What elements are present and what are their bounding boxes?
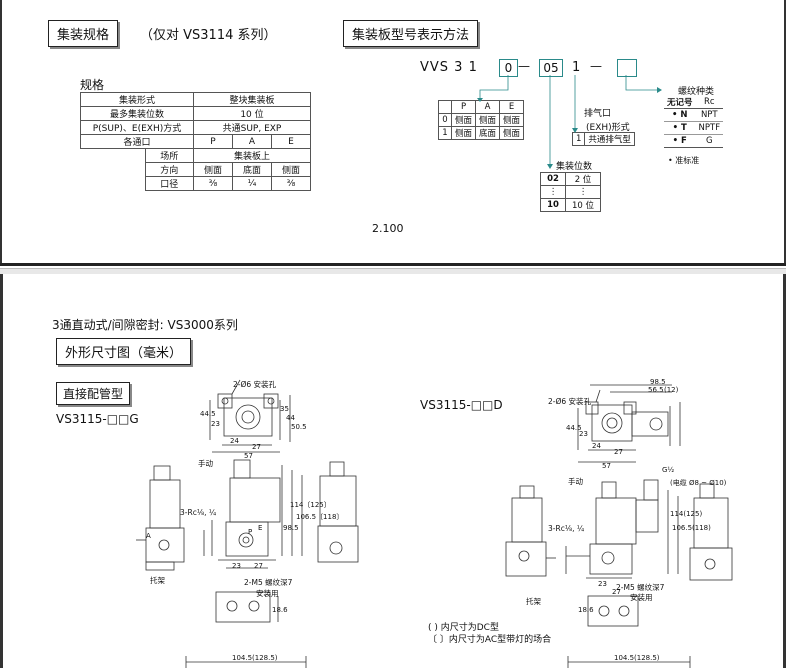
note-ac: 〔 〕内尺寸为AC型带灯的场合 bbox=[428, 635, 552, 645]
g-dim-50-5: 50.5 bbox=[291, 423, 307, 431]
table-row: 1 侧面 底面 侧面 bbox=[438, 126, 525, 140]
model-prefix: VVS 3 1 bbox=[420, 60, 478, 75]
page-separator bbox=[0, 263, 786, 266]
d-dim-18-6: 18.6 bbox=[578, 606, 594, 614]
d-dim-44-5: 44.5 bbox=[566, 424, 582, 432]
g-dim-114: 114〔125〕 bbox=[290, 501, 331, 509]
d-dim-104-5: 104.5(128.5) bbox=[614, 654, 660, 662]
g-dim-104-5: 104.5(128.5) bbox=[232, 654, 278, 662]
d-port-label: 3-Rc⅛, ¼ bbox=[548, 524, 585, 533]
top-view-body bbox=[223, 397, 273, 437]
thread-note: • 准标准 bbox=[668, 156, 700, 165]
g-mount-label: 安装用 bbox=[256, 589, 279, 598]
table-row: 0 侧面 侧面 侧面 bbox=[438, 113, 525, 127]
d-g-label: G½ bbox=[662, 466, 675, 474]
d-dim-12: (12) bbox=[664, 386, 679, 394]
direct-piping-label: 直接配管型 bbox=[56, 382, 131, 405]
d-dim-23: 23 bbox=[579, 430, 588, 438]
g-hole-label: 2-Ø6 安装孔 bbox=[233, 380, 277, 389]
page-left-border bbox=[0, 274, 3, 668]
exh-table: 1 共通排气型 bbox=[571, 132, 635, 146]
d-dim-23b: 23 bbox=[598, 580, 607, 588]
spec-heading: 规格 bbox=[80, 78, 105, 92]
d-dim-24: 24 bbox=[592, 442, 601, 450]
d-manual-label: 手动 bbox=[568, 477, 583, 486]
d-dim-57: 57 bbox=[602, 462, 611, 470]
g-port-label: 3-Rc⅛, ¼ bbox=[180, 508, 217, 517]
thread-label: 螺纹种类 bbox=[678, 87, 715, 97]
model-d-label: VS3115-□□D bbox=[420, 398, 503, 412]
g-port-p: P bbox=[248, 528, 253, 536]
g-dim-24: 24 bbox=[230, 437, 239, 445]
spec-table: 集装形式 整块集装板 最多集装位数 10 位 P(SUP)、E(EXH)方式 共… bbox=[80, 92, 311, 191]
table-row: 1 共通排气型 bbox=[571, 132, 635, 146]
g-dim-98-5: 98.5 bbox=[283, 524, 299, 532]
table-row: 各通口 P A E bbox=[80, 134, 311, 149]
model-g-label: VS3115-□□G bbox=[56, 412, 139, 426]
g-screw-label: 2-M5 螺纹深7 bbox=[244, 578, 293, 587]
d-dim-27: 27 bbox=[614, 448, 623, 456]
g-port-e: E bbox=[258, 524, 263, 532]
d-hole-label: 2-Ø6 安装孔 bbox=[548, 397, 592, 406]
g-dim-18-6: 18.6 bbox=[272, 606, 288, 614]
exh-code-digit: 1 bbox=[572, 60, 581, 75]
d-bracket-label: 托架 bbox=[526, 597, 541, 606]
d-dim-27b: 27 bbox=[612, 588, 621, 596]
d-dim-56-5: 56.5 bbox=[648, 386, 664, 394]
g-dim-57: 57 bbox=[244, 452, 253, 460]
page-gap bbox=[0, 268, 786, 274]
table-row: 口径 ⅜ ¼ ⅜ bbox=[81, 176, 311, 191]
series-title: 3通直动式/间隙密封: VS3000系列 bbox=[52, 318, 238, 332]
table-row: 方向 侧面 底面 侧面 bbox=[81, 162, 311, 177]
table-row: 集装形式 整块集装板 bbox=[80, 92, 311, 107]
dash-1: — bbox=[518, 59, 530, 73]
page-right-border bbox=[783, 274, 786, 668]
applicable-note: （仅对 VS3114 系列） bbox=[140, 28, 277, 43]
d-mount-label: 安装用 bbox=[630, 593, 653, 602]
d-screw-label: 2-M5 螺纹深7 bbox=[616, 583, 665, 592]
stations-label: 集装位数 bbox=[556, 162, 593, 172]
g-dim-27b: 27 bbox=[254, 562, 263, 570]
g-dim-44: 44 bbox=[286, 414, 295, 422]
table-row: ⋮⋮ bbox=[540, 185, 601, 199]
page-number: 2.100 bbox=[372, 222, 404, 235]
dash-2: — bbox=[590, 59, 602, 73]
g-dim-27: 27 bbox=[252, 443, 261, 451]
g-dim-35: 35 bbox=[280, 405, 289, 413]
page-right-border-top bbox=[784, 0, 786, 263]
d-dim-114: 114(125) bbox=[670, 510, 703, 518]
g-port-a: A bbox=[146, 532, 151, 540]
g-bracket-label: 托架 bbox=[150, 576, 165, 585]
g-dim-44-5: 44.5 bbox=[200, 410, 216, 418]
g-dim-106-5: 106.5〔118〕 bbox=[296, 513, 344, 521]
port-table: P A E 0 侧面 侧面 侧面 1 侧面 底面 侧面 bbox=[438, 100, 525, 140]
stations-code-box: 05 bbox=[539, 59, 563, 77]
table-row: P A E bbox=[438, 100, 525, 114]
g-dim-23b: 23 bbox=[232, 562, 241, 570]
d-dim-106-5: 106.5(118) bbox=[672, 524, 711, 532]
page-left-border-top bbox=[0, 0, 2, 263]
manifold-spec-title: 集装规格 bbox=[48, 20, 119, 47]
g-dim-23: 23 bbox=[211, 420, 220, 428]
g-manual-label: 手动 bbox=[198, 459, 213, 468]
dims-title: 外形尺寸图（毫米） bbox=[56, 338, 192, 365]
d-dim-98-5: 98.5 bbox=[650, 378, 666, 386]
exh-label-1: 排气口 bbox=[584, 109, 612, 119]
port-code-box: 0 bbox=[499, 59, 518, 77]
d-cable-label: (电缆 Ø8 ~ Ø10) bbox=[670, 479, 727, 487]
note-dc: ( ) 内尺寸为DC型 bbox=[428, 623, 499, 633]
exh-label-2: (EXH)形式 bbox=[586, 123, 630, 133]
model-code-title: 集装板型号表示方法 bbox=[343, 20, 479, 47]
